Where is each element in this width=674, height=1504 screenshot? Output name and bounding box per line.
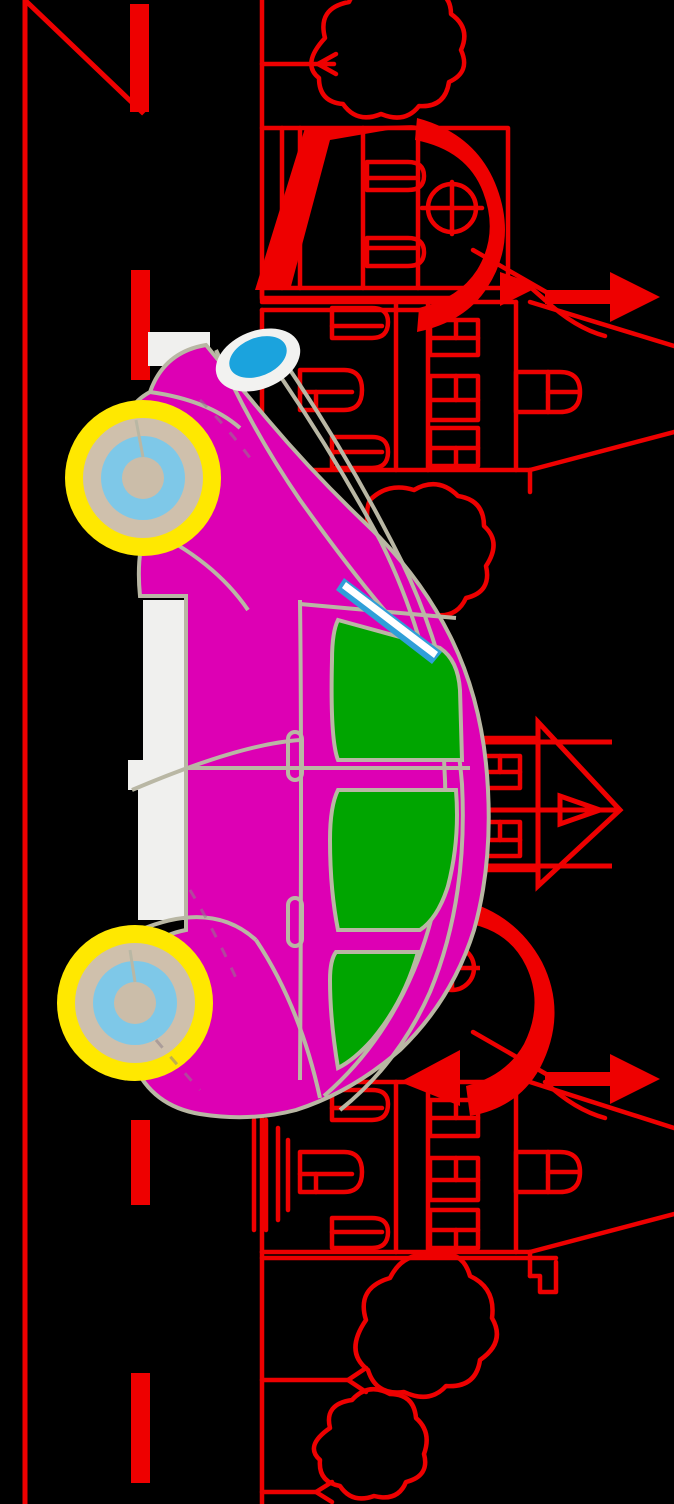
- arrow-straight-upper: [545, 272, 660, 322]
- road-centre-dashes: [130, 4, 150, 1483]
- road-dash-1: [130, 4, 149, 112]
- tree-trunk-top: [315, 51, 339, 77]
- headlight: [229, 336, 287, 378]
- site-boundary-upper: [527, 299, 674, 473]
- front-wheel-spoke: [134, 419, 145, 458]
- front-wheel: [65, 400, 221, 556]
- guide-lower-1: [470, 1029, 563, 1085]
- bed-upper-2: [364, 235, 427, 269]
- rear-quarter: [254, 938, 322, 1099]
- arrow-straight-lower: [545, 1054, 660, 1104]
- wall-bottom-notch: [527, 1259, 559, 1295]
- table-group-l3: [427, 1207, 481, 1251]
- door-handle-rear: [286, 896, 304, 948]
- window-front: [327, 950, 421, 1072]
- table-group-l1: [427, 1097, 481, 1139]
- guide-upper-3: [542, 297, 608, 339]
- sofa-upper-1: [329, 305, 391, 341]
- window-middle: [327, 788, 459, 932]
- guide-upper-2: [517, 275, 548, 303]
- table-group-l2: [427, 1155, 481, 1203]
- sofa-upper-2: [297, 367, 365, 413]
- sofa-upper-3: [329, 434, 391, 471]
- windshield-trim: [336, 578, 442, 664]
- fender-line-front: [214, 349, 388, 614]
- road-diagonal: [23, 0, 146, 116]
- front-wheel-hub: [122, 457, 164, 499]
- bed-upper-1: [364, 159, 427, 193]
- door-split-v: [298, 599, 303, 1081]
- rear-wheel: [57, 925, 213, 1081]
- road-dash-2: [131, 270, 150, 380]
- front-quarter: [149, 390, 242, 430]
- tree-bottom-2: [311, 1386, 429, 1501]
- road-dash-3: [131, 1120, 150, 1205]
- stair-flight-lower: [251, 1117, 291, 1233]
- table-group-u2: [427, 373, 481, 423]
- sofa-lower-3: [329, 1215, 391, 1251]
- body-shading: [154, 398, 258, 1092]
- guide-upper-1: [470, 247, 563, 303]
- table-group-u3: [427, 425, 481, 469]
- tree-top-1: [309, 0, 467, 120]
- road-dash-4: [131, 1373, 150, 1483]
- door-handle-front: [286, 730, 304, 782]
- table-group-u1: [427, 317, 481, 358]
- body-crease-diag: [131, 738, 301, 792]
- sofa-lower-1: [329, 1087, 391, 1123]
- rear-wheel-spoke: [128, 949, 137, 983]
- roof-line-2: [288, 368, 465, 1112]
- sofa-lower-2: [297, 1149, 365, 1195]
- arrow-triangle-middle: [480, 715, 624, 892]
- running-board: [128, 600, 190, 920]
- rear-wheel-hub: [114, 982, 156, 1024]
- arrow-curved-lower: [400, 900, 555, 1116]
- arrow-curved-upper: [255, 118, 540, 332]
- guide-lower-2: [542, 1079, 608, 1121]
